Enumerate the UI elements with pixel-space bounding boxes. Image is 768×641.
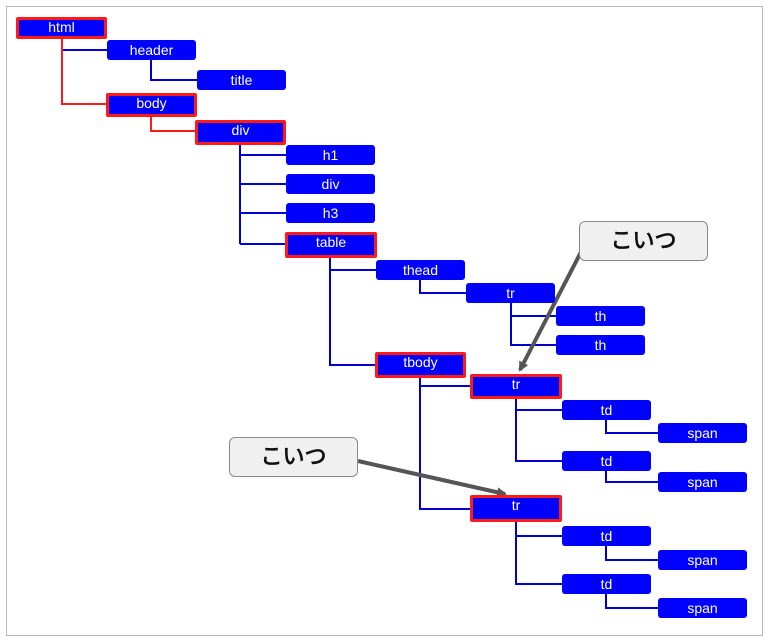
arrow-top-callout [518, 249, 584, 372]
edge-html-body [61, 38, 106, 105]
node-tbody: tbody [375, 352, 466, 378]
node-body: body [106, 93, 197, 117]
edge-thead-tr [419, 280, 466, 294]
node-span-1: span [658, 423, 747, 443]
node-header: header [107, 40, 196, 60]
node-td-4: td [562, 574, 651, 594]
callout-top: こいつ [579, 221, 708, 261]
edge-td4-span4 [605, 594, 658, 609]
edge-tr1-td1 [515, 398, 562, 411]
node-th-2: th [556, 335, 645, 355]
edge-body-div [150, 116, 195, 132]
node-h3: h3 [286, 203, 375, 223]
edge-tbody-tr1 [419, 377, 470, 387]
node-div-child: div [286, 174, 375, 194]
node-h1: h1 [286, 145, 375, 165]
edge-table-thead [329, 258, 376, 271]
node-th-1: th [556, 306, 645, 326]
node-span-3: span [658, 550, 747, 570]
callout-bottom: こいつ [229, 437, 358, 477]
node-td-1: td [562, 400, 651, 420]
node-tr-1: tr [470, 374, 562, 399]
node-table: table [285, 232, 377, 258]
node-div: div [195, 120, 286, 145]
node-td-3: td [562, 526, 651, 546]
edge-tr-th2 [510, 316, 556, 346]
node-span-2: span [658, 472, 747, 492]
edge-td3-span3 [605, 546, 658, 561]
edge-html-header [61, 38, 107, 51]
edge-td2-span2 [605, 471, 658, 483]
edge-tr2-td4 [515, 536, 562, 585]
edge-td1-span1 [605, 420, 658, 434]
node-span-4: span [658, 598, 747, 618]
node-thead: thead [376, 260, 465, 280]
edge-tr2-td3 [515, 521, 562, 537]
node-title: title [197, 70, 286, 90]
node-tr-2: tr [470, 495, 562, 522]
node-tr-head: tr [466, 283, 555, 303]
edge-tbody-tr2 [419, 386, 470, 510]
arrow-bottom-callout [357, 459, 507, 498]
node-html: html [16, 17, 107, 39]
node-td-2: td [562, 451, 651, 471]
edge-header-title [150, 60, 197, 81]
edge-table-tbody [329, 258, 375, 366]
edge-tr1-td2 [515, 410, 562, 462]
